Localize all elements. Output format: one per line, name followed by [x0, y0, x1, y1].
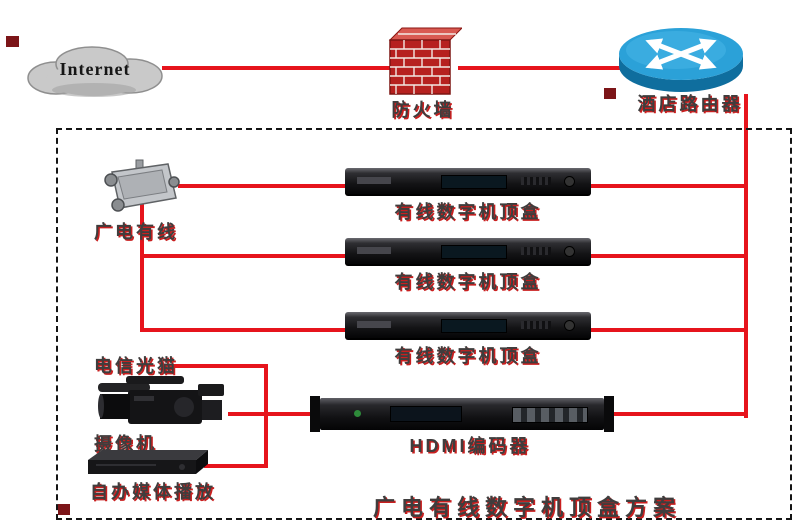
stb-knob	[564, 320, 575, 331]
router-label: 酒店路由器	[637, 94, 743, 114]
camera-label: 摄像机	[94, 434, 157, 454]
router-label-marker	[604, 88, 616, 99]
internet-cloud: Internet	[22, 42, 168, 98]
connection-line	[140, 254, 348, 258]
stb-knob	[564, 176, 575, 187]
connection-line	[162, 66, 394, 70]
stb-vents	[521, 177, 551, 185]
connection-line	[458, 66, 620, 70]
modem-label: 电信光猫	[94, 356, 178, 376]
firewall-icon	[388, 27, 462, 95]
connection-line	[602, 412, 748, 416]
connection-line	[588, 328, 748, 332]
connection-line	[204, 464, 266, 468]
connection-line	[170, 364, 266, 368]
firewall-label: 防火墙	[391, 100, 455, 120]
camera-icon	[98, 376, 224, 424]
media-player-device	[88, 450, 208, 474]
stb-label: 有线数字机顶盒	[394, 272, 542, 292]
stb-device	[345, 238, 591, 266]
stb-display	[441, 319, 507, 333]
media-player-label: 自办媒体播放	[90, 482, 216, 502]
encoder-ports	[512, 407, 588, 423]
encoder-label: HDMI编码器	[409, 436, 531, 456]
stb-display	[441, 175, 507, 189]
solution-title: 广电有线数字机顶盒方案	[372, 495, 681, 520]
bottom-marker	[58, 504, 70, 515]
splitter-icon	[104, 159, 180, 212]
connection-line	[588, 184, 748, 188]
router-icon	[619, 28, 743, 92]
stb-vents	[521, 247, 551, 255]
encoder-led	[354, 410, 361, 417]
stb-logo	[357, 321, 391, 328]
corner-marker	[6, 36, 19, 47]
internet-cloud-icon	[27, 46, 163, 97]
stb-vents	[521, 321, 551, 329]
connection-line	[264, 364, 268, 468]
connection-line	[140, 202, 144, 332]
stb-device	[345, 168, 591, 196]
stb-label: 有线数字机顶盒	[394, 202, 542, 222]
connection-line	[140, 328, 348, 332]
stb-logo	[357, 177, 391, 184]
stb-logo	[357, 247, 391, 254]
stb-label: 有线数字机顶盒	[394, 346, 542, 366]
connection-line	[588, 254, 748, 258]
internet-label: Internet	[59, 59, 131, 79]
encoder-device	[310, 396, 614, 432]
encoder-display	[390, 406, 462, 422]
cable-source-label: 广电有线	[94, 222, 178, 242]
connection-line	[228, 412, 322, 416]
solution-boundary	[56, 128, 792, 520]
stb-display	[441, 245, 507, 259]
connection-line	[178, 184, 348, 188]
stb-device	[345, 312, 591, 340]
stb-knob	[564, 246, 575, 257]
